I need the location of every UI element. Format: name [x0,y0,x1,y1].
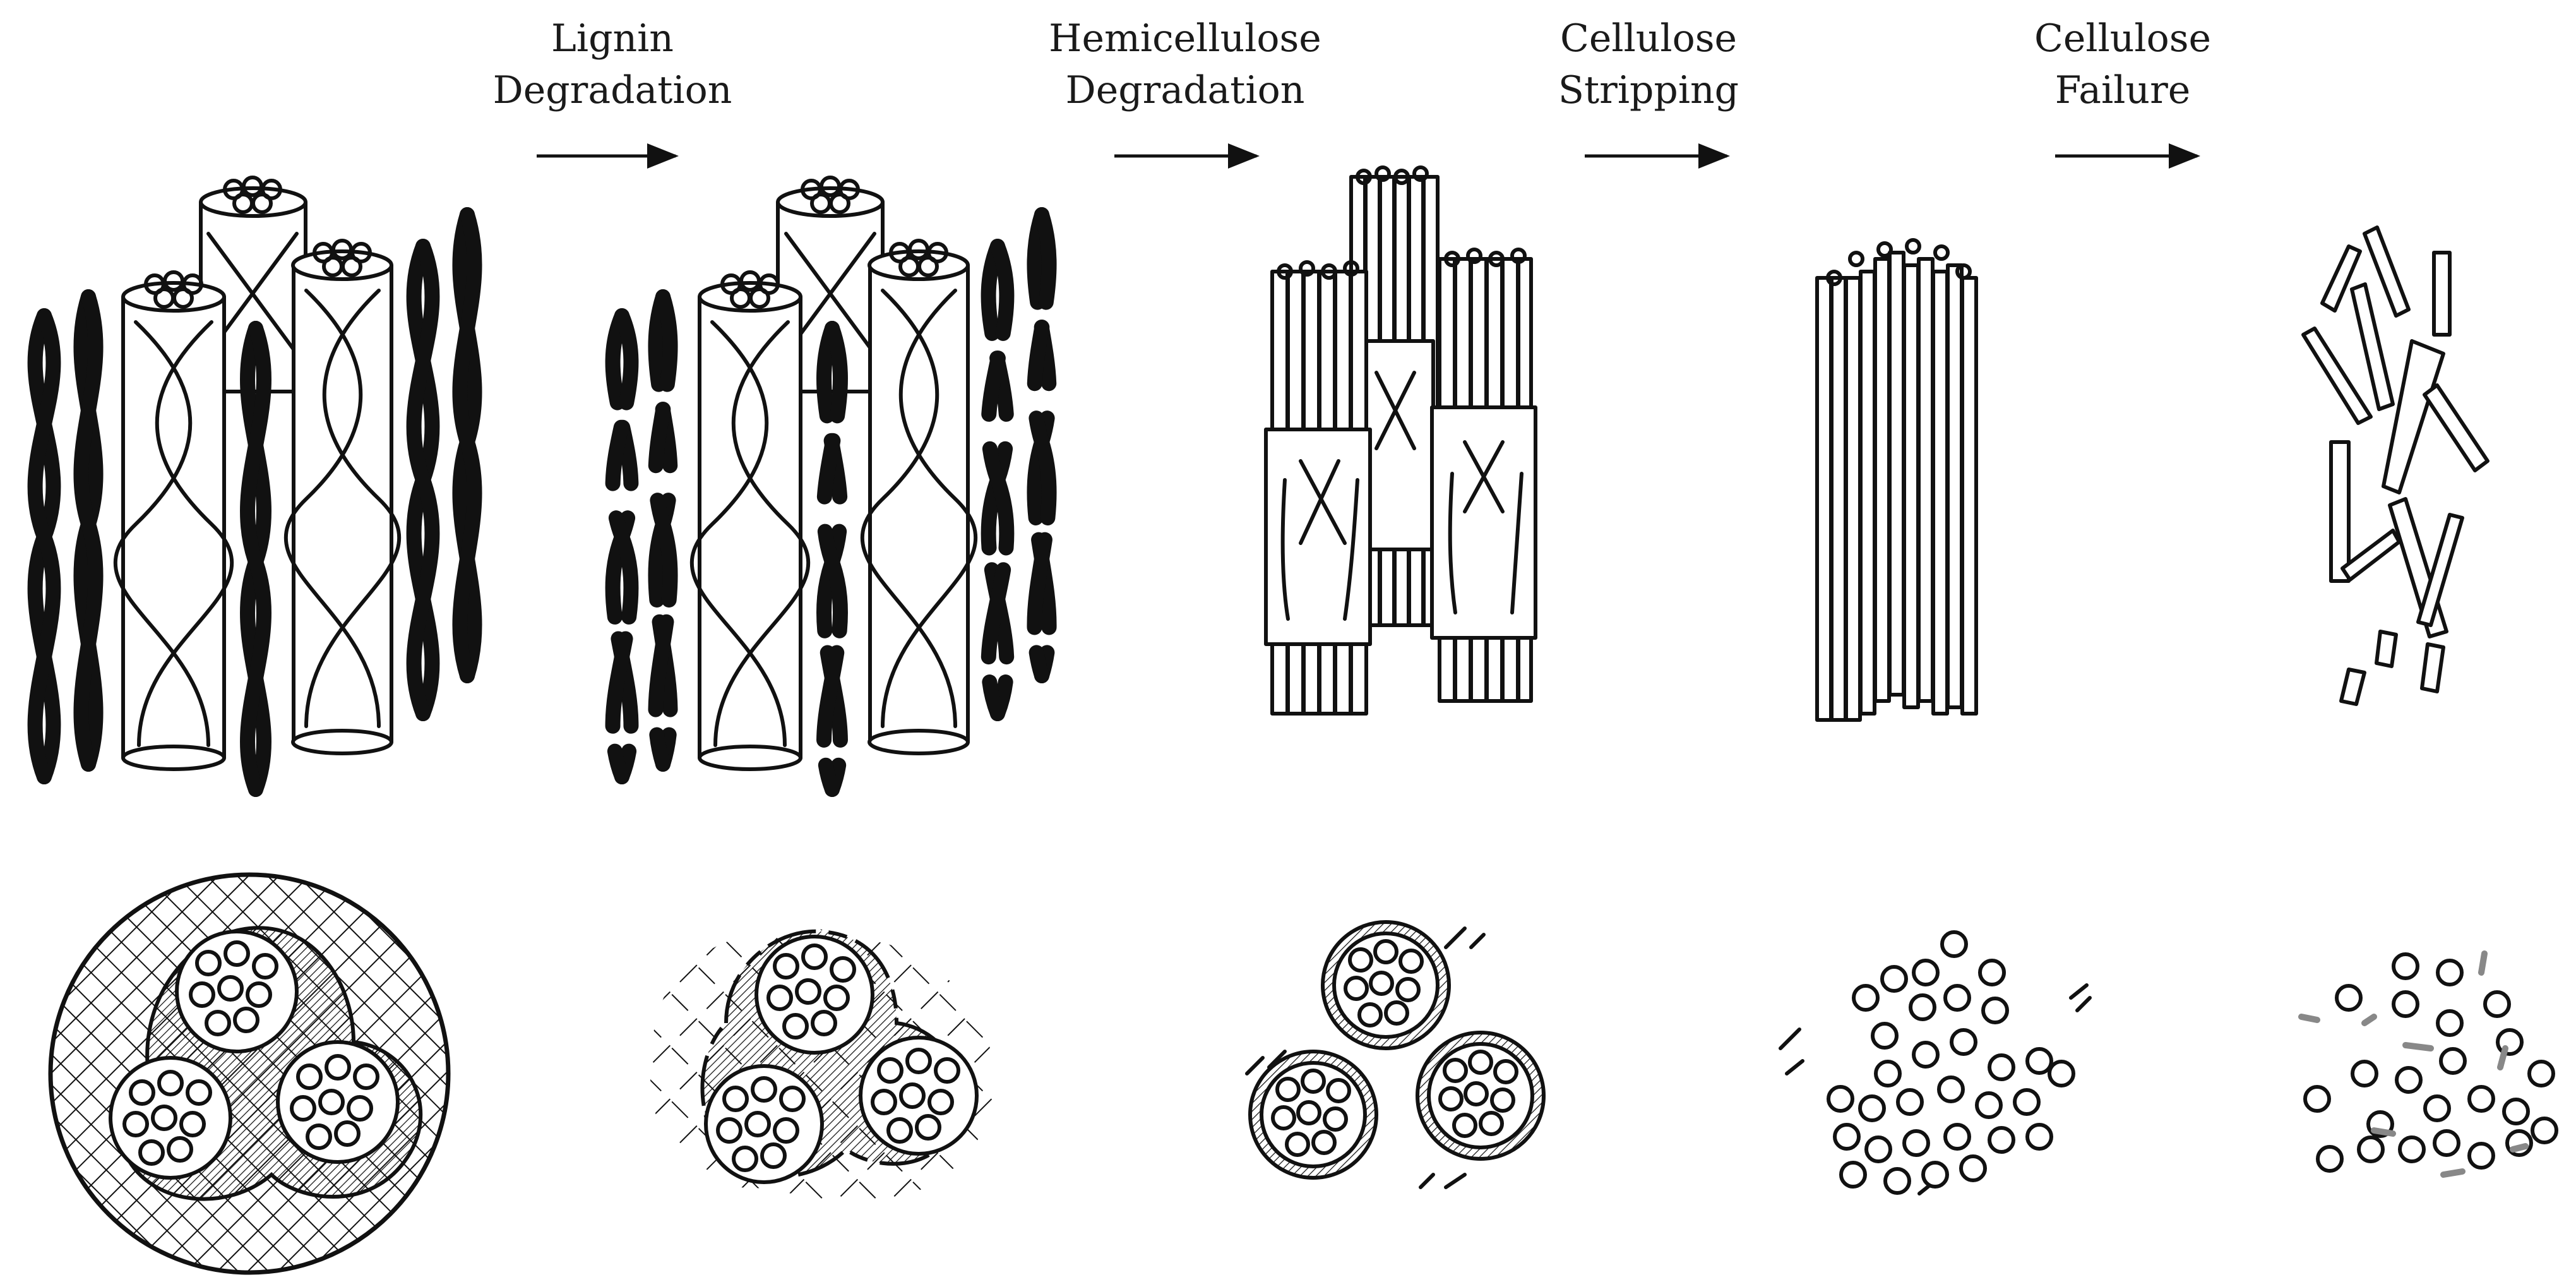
step-label-cellulose-stripping: Cellulose Stripping [1503,13,1794,116]
stage-cellulose-stripped [1815,238,1978,722]
cross-section-cellulose-stripped [1779,930,2092,1195]
cross-section-cellulose-failed [2298,950,2558,1178]
stage-hemicellulose-degraded [1264,165,1537,716]
cross-section-intact-fiber [48,872,451,1275]
step-label-lignin-degradation: Lignin Degradation [467,13,758,116]
step-label-line2: Degradation [1065,68,1305,112]
step-label-line2: Stripping [1558,68,1739,112]
stage-lignin-degraded [605,176,1057,797]
step-label-line1: Cellulose [1559,16,1738,61]
stage-cellulose-failed [2301,225,2490,706]
cross-section-hemicellulose-degraded [1245,920,1546,1189]
step-label-line1: Cellulose [2034,16,2212,61]
step-label-line2: Degradation [492,68,732,112]
step-label-line1: Hemicellulose [1049,16,1321,61]
cross-section-lignin-degraded [650,928,995,1204]
step-label-line2: Failure [2054,68,2191,112]
step-label-hemicellulose-degradation: Hemicellulose Degradation [1040,13,1330,116]
step-label-cellulose-failure: Cellulose Failure [1977,13,2268,116]
stage-intact-fiber [27,176,482,797]
step-label-line1: Lignin [551,16,674,61]
